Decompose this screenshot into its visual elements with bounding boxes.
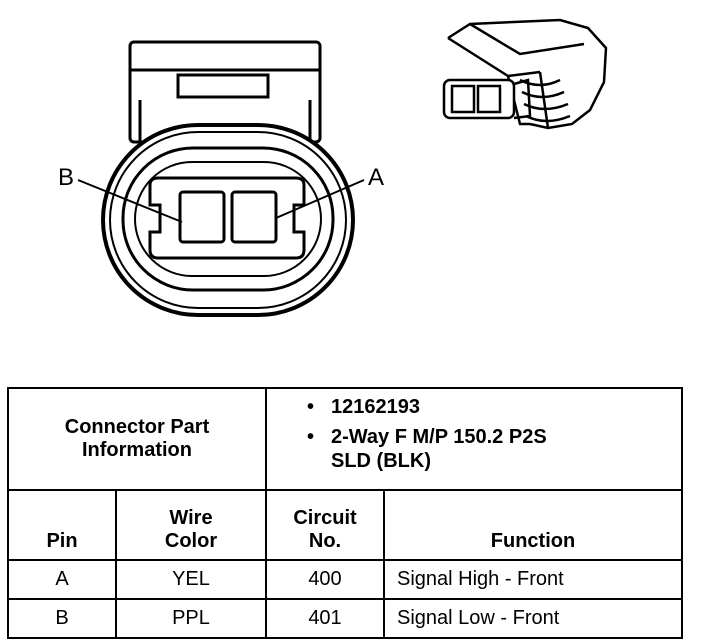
connector-info-table: Connector Part Information • 12162193 • … [7,387,683,639]
table-row: B PPL 401 Signal Low - Front [7,598,683,639]
header-wire-color: Wire Color [115,489,267,561]
part-info-label-line1: Connector Part [64,416,210,438]
part-number-text: 12162193 [331,396,420,418]
part-description-text: 2-Way F M/P 150.2 P2S SLD (BLK) [331,425,547,473]
connector-face-drawing [77,18,608,317]
cell-wire-color: PPL [115,598,267,639]
leader-lines [77,179,365,223]
connector-shell [101,123,355,317]
part-info-value-cell: • 12162193 • 2-Way F M/P 150.2 P2S SLD (… [265,387,683,491]
cell-function: Signal High - Front [383,559,683,600]
terminal-cavity [148,176,306,260]
part-description-line2: SLD (BLK) [331,450,431,472]
part-description-line1: 2-Way F M/P 150.2 P2S [331,426,547,448]
part-info-label-cell: Connector Part Information [7,387,267,491]
header-wire-line1: Wire [169,507,213,529]
cell-circuit-no: 400 [265,559,385,600]
header-function: Function [383,489,683,561]
terminal-b [178,190,226,244]
bullet: • [307,396,315,418]
table-row: A YEL 400 Signal High - Front [7,559,683,600]
part-info-label-line2: Information [82,439,192,461]
leader-line-a [275,179,365,219]
pin-label-a: A [368,164,385,191]
header-circuit-line1: Circuit [293,507,357,529]
pin-label-b: B [58,164,75,191]
header-circuit-line2: No. [308,530,342,552]
bullet: • [307,426,315,448]
part-description-item: • 2-Way F M/P 150.2 P2S SLD (BLK) [307,425,681,473]
terminals [178,190,278,244]
part-info-row: Connector Part Information • 12162193 • … [7,387,683,491]
leader-line-b [77,179,183,223]
header-pin: Pin [7,489,117,561]
cell-function: Signal Low - Front [383,598,683,639]
cell-circuit-no: 401 [265,598,385,639]
cell-pin: A [7,559,117,600]
column-header-row: Pin Wire Color Circuit No. Function [7,489,683,561]
part-number-item: • 12162193 [307,395,681,419]
terminal-a [230,190,278,244]
connector-perspective-view [442,18,608,130]
header-circuit-no: Circuit No. [265,489,385,561]
header-wire-line2: Color [164,530,218,552]
cell-wire-color: YEL [115,559,267,600]
connector-diagram: B A [58,18,608,317]
cell-pin: B [7,598,117,639]
